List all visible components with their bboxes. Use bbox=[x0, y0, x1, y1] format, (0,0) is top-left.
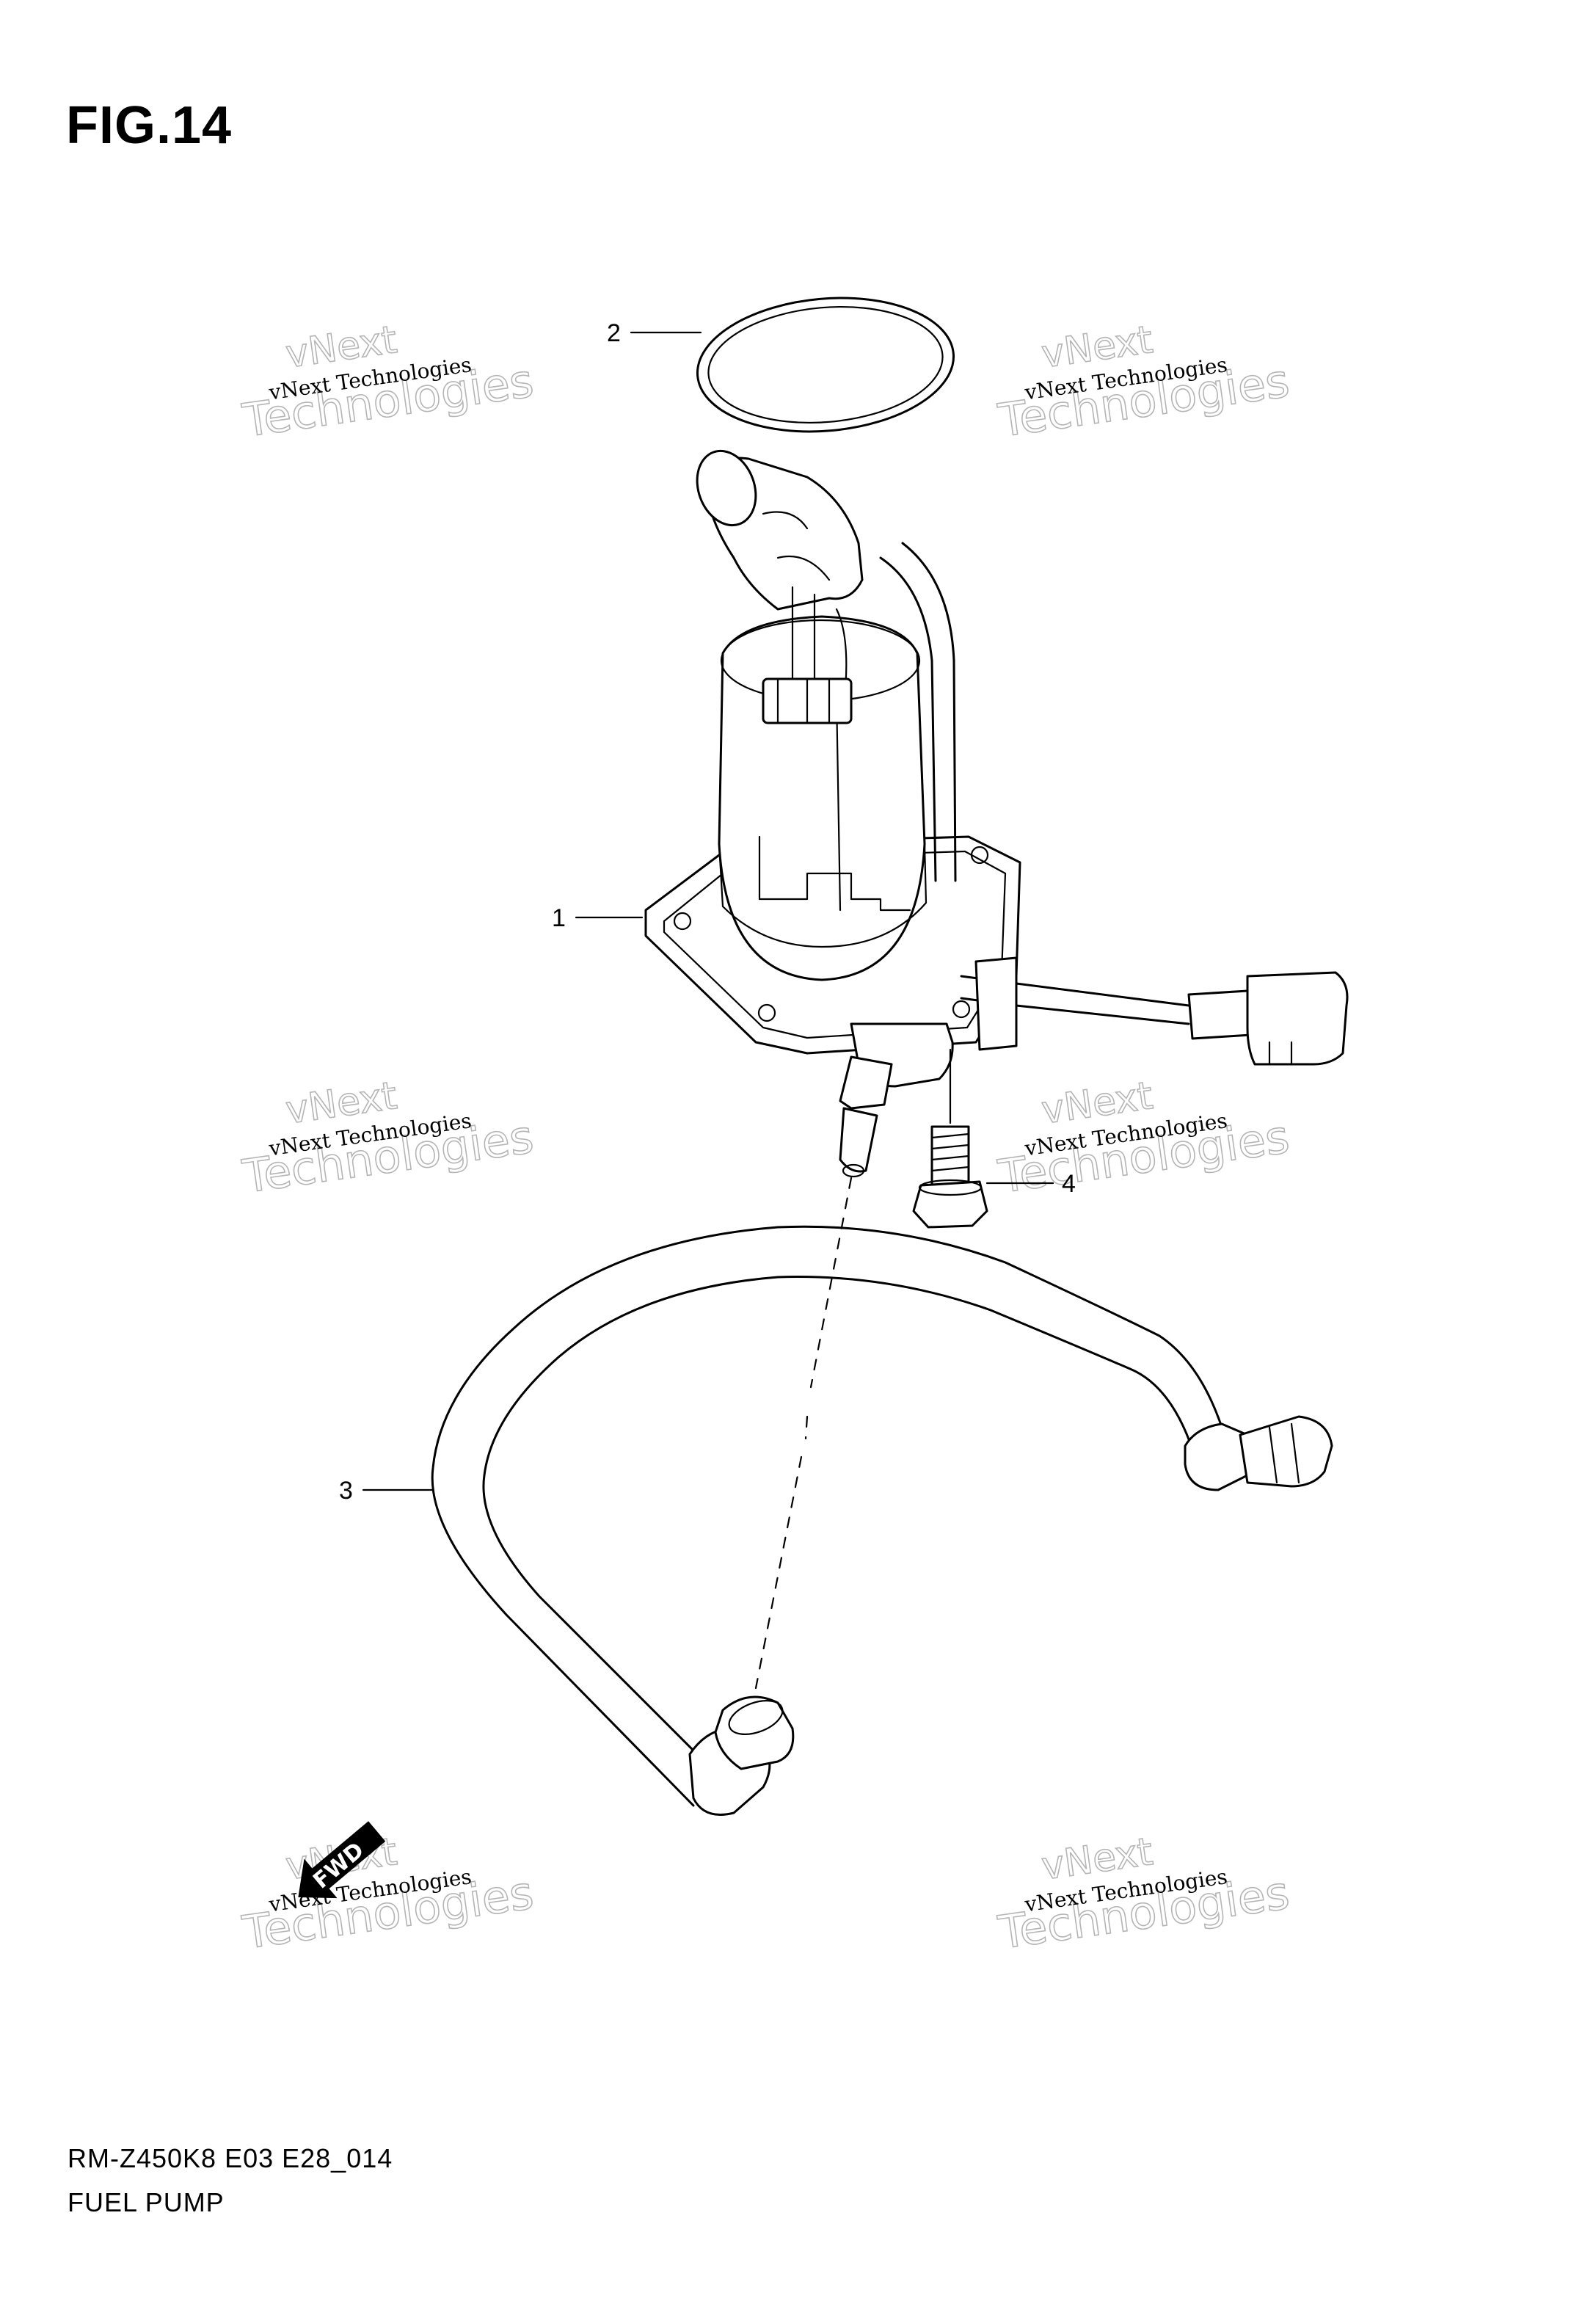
model-code: RM-Z450K8 E03 E28_014 bbox=[68, 2143, 393, 2173]
assembly-guide-line bbox=[754, 1177, 853, 1690]
watermark: vNext Technologies vNext Technologies bbox=[994, 317, 1293, 448]
callout-4: 4 bbox=[985, 1170, 1076, 1198]
svg-text:2: 2 bbox=[607, 319, 621, 347]
callout-1: 1 bbox=[552, 904, 644, 932]
svg-text:1: 1 bbox=[552, 904, 566, 932]
callout-2: 2 bbox=[607, 319, 702, 347]
o-ring bbox=[696, 297, 955, 433]
watermark: vNext Technologies vNext Technologies bbox=[238, 1829, 537, 1960]
watermark: vNext Technologies vNext Technologies bbox=[238, 317, 537, 448]
fuel-pump-assembly bbox=[644, 449, 1349, 1178]
fuel-hose bbox=[431, 1225, 1333, 1816]
svg-text:4: 4 bbox=[1062, 1170, 1076, 1198]
callout-3: 3 bbox=[339, 1477, 434, 1505]
svg-text:3: 3 bbox=[339, 1477, 353, 1505]
bolt bbox=[912, 1048, 988, 1229]
figure-title: FIG.14 bbox=[66, 96, 233, 155]
watermark: vNext Technologies vNext Technologies bbox=[994, 1829, 1293, 1960]
watermark: vNext Technologies vNext Technologies bbox=[238, 1073, 537, 1204]
watermark: vNext Technologies vNext Technologies bbox=[994, 1073, 1293, 1204]
figure-name: FUEL PUMP bbox=[68, 2187, 225, 2217]
